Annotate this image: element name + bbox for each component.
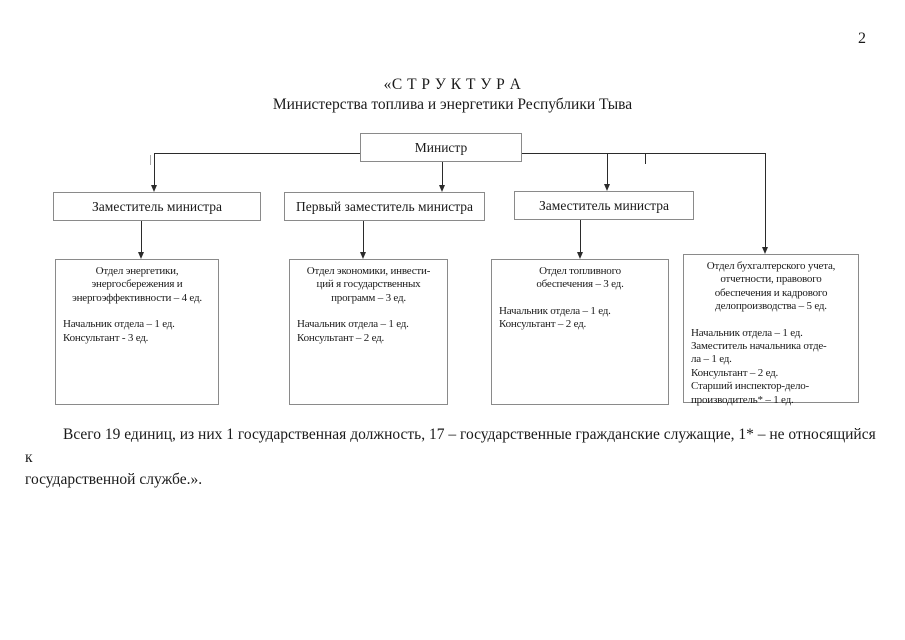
arrowhead-dept-economy bbox=[360, 252, 366, 259]
dept-energy-staff: Начальник отдела – 1 ед. Консультант - 3… bbox=[63, 318, 175, 344]
connector-line-minister-right bbox=[522, 153, 765, 154]
connector-line-minister-left bbox=[154, 153, 360, 154]
connector-arrow-to-dept-accounting bbox=[765, 153, 766, 247]
org-node-first-deputy: Первый заместитель министра bbox=[284, 192, 485, 221]
arrowhead-dept-fuel bbox=[577, 252, 583, 259]
arrowhead-deputy-left bbox=[151, 185, 157, 192]
document-title: «С Т Р У К Т У Р А Министерства топлива … bbox=[0, 76, 905, 114]
title-line-structure: «С Т Р У К Т У Р А bbox=[383, 76, 522, 93]
dept-fuel-title: Отдел топливного обеспечения – 3 ед. bbox=[536, 265, 624, 291]
arrowhead-dept-accounting bbox=[762, 247, 768, 254]
org-node-deputy-right-label: Заместитель министра bbox=[539, 197, 669, 213]
arrowhead-deputy-right bbox=[604, 184, 610, 191]
connector-arrow-to-first-deputy bbox=[442, 162, 443, 185]
org-node-minister: Министр bbox=[360, 133, 522, 162]
connector-arrow-to-dept-fuel bbox=[580, 220, 581, 252]
org-node-first-deputy-label: Первый заместитель министра bbox=[295, 198, 474, 214]
title-line-ministry: Министерства топлива и энергетики Респуб… bbox=[272, 96, 633, 113]
connector-arrow-to-dept-energy bbox=[141, 221, 142, 252]
org-node-deputy-left-label: Заместитель министра bbox=[92, 198, 222, 214]
summary-paragraph: Всего 19 единиц, из них 1 государственна… bbox=[25, 424, 881, 492]
connector-line-artifact-right bbox=[645, 154, 646, 164]
page-number: 2 bbox=[858, 30, 866, 47]
org-node-dept-energy: Отдел энергетики, энергосбережения и эне… bbox=[55, 259, 219, 405]
summary-line-2: государственной службе.». bbox=[25, 471, 203, 488]
dept-fuel-staff: Начальник отдела – 1 ед. Консультант – 2… bbox=[499, 304, 611, 331]
dept-accounting-staff: Начальник отдела – 1 ед. Заместитель нач… bbox=[691, 326, 827, 406]
dept-energy-title: Отдел энергетики, энергосбережения и эне… bbox=[72, 265, 202, 304]
org-node-minister-label: Министр bbox=[414, 139, 468, 155]
dept-economy-title: Отдел экономики, инвести- ций я государс… bbox=[306, 265, 431, 304]
connector-arrow-to-deputy-right bbox=[607, 153, 608, 184]
connector-arrow-to-deputy-left bbox=[154, 153, 155, 185]
org-node-dept-economy: Отдел экономики, инвести- ций я государс… bbox=[289, 259, 448, 405]
connector-line-artifact-left bbox=[150, 155, 151, 165]
arrowhead-first-deputy bbox=[439, 185, 445, 192]
dept-accounting-title: Отдел бухгалтерского учета, отчетности, … bbox=[706, 260, 836, 313]
org-node-dept-fuel: Отдел топливного обеспечения – 3 ед. Нач… bbox=[491, 259, 669, 405]
org-node-dept-accounting: Отдел бухгалтерского учета, отчетности, … bbox=[683, 254, 859, 406]
connector-arrow-to-dept-economy bbox=[363, 221, 364, 252]
summary-line-1: Всего 19 единиц, из них 1 государственна… bbox=[25, 426, 876, 466]
dept-economy-staff: Начальник отдела – 1 ед. Консультант – 2… bbox=[297, 318, 409, 344]
arrowhead-dept-energy bbox=[138, 252, 144, 259]
org-node-deputy-right: Заместитель министра bbox=[514, 191, 694, 220]
org-node-deputy-left: Заместитель министра bbox=[53, 192, 261, 221]
